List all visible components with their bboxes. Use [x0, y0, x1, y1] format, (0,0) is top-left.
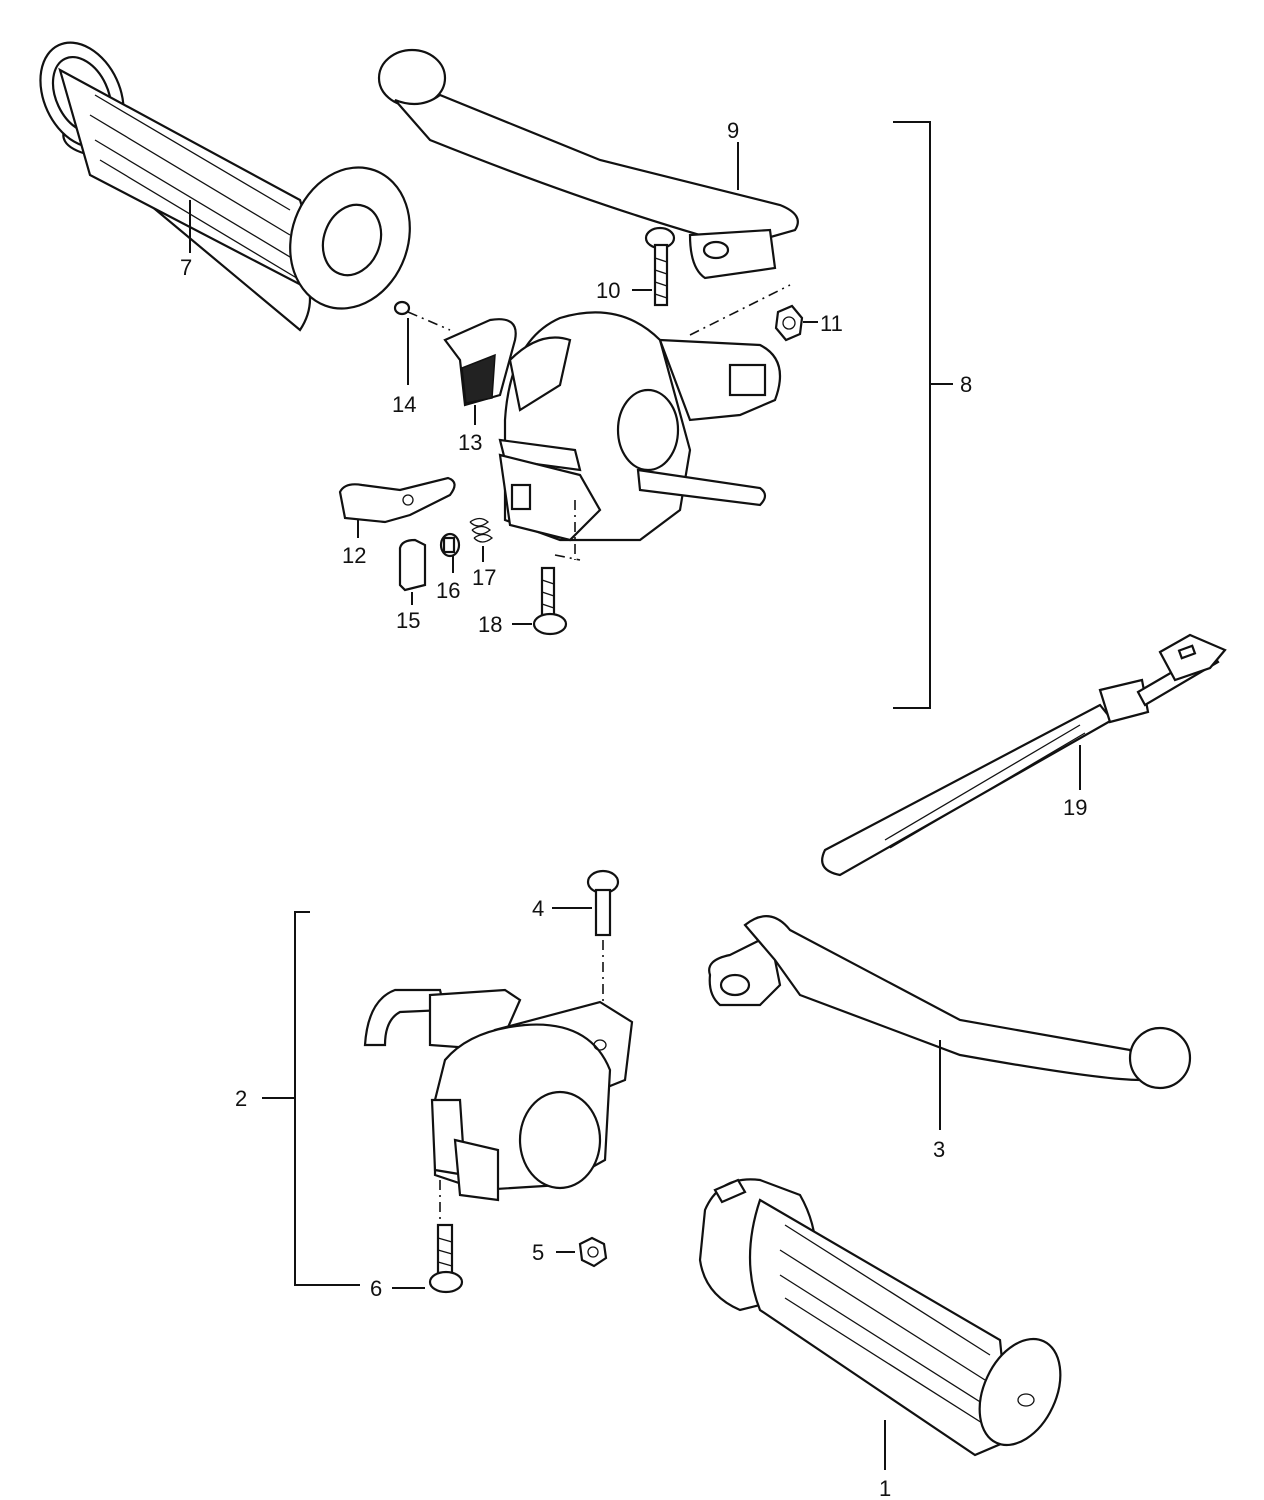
callout-14: 14 — [392, 392, 416, 417]
callout-11: 11 — [820, 311, 843, 336]
plunger-16 — [439, 532, 461, 558]
callout-18: 18 — [478, 612, 502, 637]
callout-15: 15 — [396, 608, 420, 633]
bracket-8 — [893, 121, 931, 709]
bracket-2 — [294, 911, 360, 1286]
switch-housing-left — [363, 988, 634, 1202]
clutch-lever — [708, 915, 1192, 1090]
callout-9: 9 — [727, 118, 739, 143]
nut-11 — [774, 304, 804, 342]
callout-2: 2 — [235, 1086, 247, 1111]
grip-left — [39, 41, 411, 332]
callout-19: 19 — [1063, 795, 1087, 820]
screw-6 — [428, 1223, 464, 1294]
screw-4 — [586, 869, 620, 937]
callout-16: 16 — [436, 578, 460, 603]
switch-housing-right — [498, 311, 782, 561]
screw-18 — [532, 566, 568, 636]
brake-lever — [377, 48, 799, 280]
callout-8: 8 — [960, 372, 972, 397]
callout-13: 13 — [458, 430, 482, 455]
callout-4: 4 — [532, 896, 544, 921]
callout-10: 10 — [596, 278, 620, 303]
callout-5: 5 — [532, 1240, 544, 1265]
button-cap-15 — [398, 538, 427, 592]
contact-plate-12 — [338, 476, 456, 524]
spring-17 — [469, 517, 494, 543]
pin-14 — [393, 300, 451, 331]
callout-6: 6 — [370, 1276, 382, 1301]
callout-3: 3 — [933, 1137, 945, 1162]
callout-7: 7 — [180, 255, 192, 280]
screw-10 — [644, 226, 676, 307]
cable-tie-19 — [821, 633, 1227, 877]
switch-knob-13 — [443, 318, 517, 407]
grip-right — [698, 1178, 1062, 1457]
callout-12: 12 — [342, 543, 366, 568]
nut-5 — [578, 1236, 608, 1268]
callout-1: 1 — [879, 1476, 891, 1500]
callout-17: 17 — [472, 565, 496, 590]
